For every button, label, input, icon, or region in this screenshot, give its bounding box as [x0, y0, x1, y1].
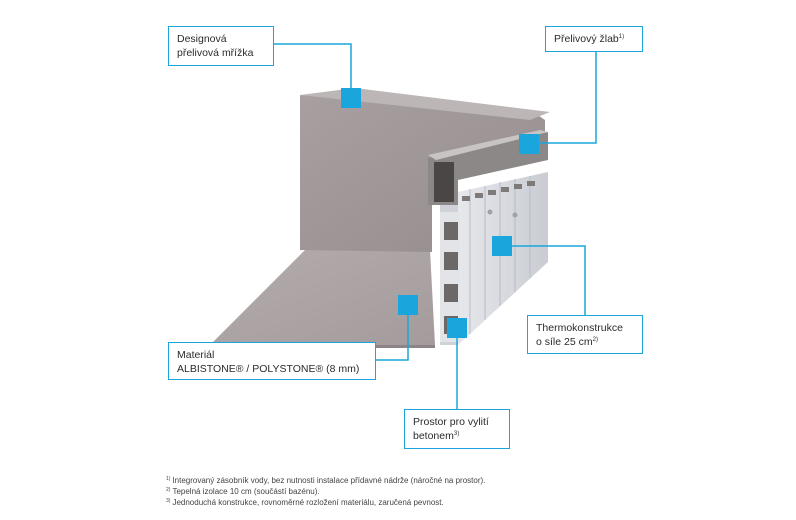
footnote-3-num: 3)	[166, 498, 171, 504]
callout-material-line2: ALBISTONE® / POLYSTONE® (8 mm)	[177, 363, 360, 375]
callout-trough-sup: 1)	[618, 34, 625, 40]
marker-trough	[519, 134, 539, 154]
thermo-panel	[458, 172, 548, 345]
footnote-3: 3)Jednoduchá konstrukce, rovnoměrné rozl…	[166, 497, 485, 508]
footnote-3-text: Jednoduchá konstrukce, rovnoměrné rozlož…	[172, 498, 444, 507]
callout-material: Materiál ALBISTONE® / POLYSTONE® (8 mm)	[168, 342, 376, 380]
panel-ribs	[469, 176, 531, 334]
footnote-2-num: 2)	[166, 487, 171, 493]
callout-trough-text: Přelivový žlab	[554, 33, 619, 45]
trough-opening	[434, 162, 454, 202]
callout-thermo-line2: o síle 25 cm	[536, 336, 593, 348]
callout-material-line1: Materiál	[177, 349, 215, 361]
callout-overflow-trough: Přelivový žlab1)	[545, 26, 643, 52]
connector-lines	[274, 43, 597, 409]
footnote-2: 2)Tepelná izolace 10 cm (součástí bazénu…	[166, 486, 485, 497]
callout-thermo-line1: Thermokonstrukce	[536, 322, 623, 334]
back-wall	[300, 95, 545, 252]
callout-thermo-sup: 2)	[592, 337, 598, 343]
footnote-1-num: 1)	[166, 476, 171, 482]
back-wall-top	[300, 88, 550, 120]
footnote-2-text: Tepelná izolace 10 cm (součástí bazénu).	[172, 487, 320, 496]
footnotes: 1)Integrovaný zásobník vody, bez nutnost…	[166, 475, 485, 508]
grating-slots	[462, 181, 535, 201]
callout-thermo-construction: Thermokonstrukce o síle 25 cm2)	[527, 315, 643, 354]
callout-grid-line2: přelivová mřížka	[177, 47, 254, 59]
bolts	[487, 209, 518, 218]
callout-concrete-line2: betonem	[413, 430, 454, 442]
marker-thermo	[492, 236, 512, 256]
marker-squares	[341, 88, 539, 338]
callout-overflow-grid: Designová přelivová mřížka	[168, 26, 274, 66]
marker-grid	[341, 88, 361, 108]
marker-concrete	[447, 318, 467, 338]
callout-concrete-space: Prostor pro vylití betonem3)	[404, 409, 510, 449]
pool-floor	[210, 250, 435, 345]
overflow-trough	[428, 132, 548, 205]
callout-concrete-line1: Prostor pro vylití	[413, 416, 489, 428]
overflow-trough-top	[428, 130, 548, 160]
callout-grid-line1: Designová	[177, 33, 227, 45]
footnote-1-text: Integrovaný zásobník vody, bez nutnosti …	[172, 476, 486, 485]
marker-material	[398, 295, 418, 315]
callout-concrete-sup: 3)	[453, 431, 460, 437]
footnote-1: 1)Integrovaný zásobník vody, bez nutnost…	[166, 475, 485, 486]
